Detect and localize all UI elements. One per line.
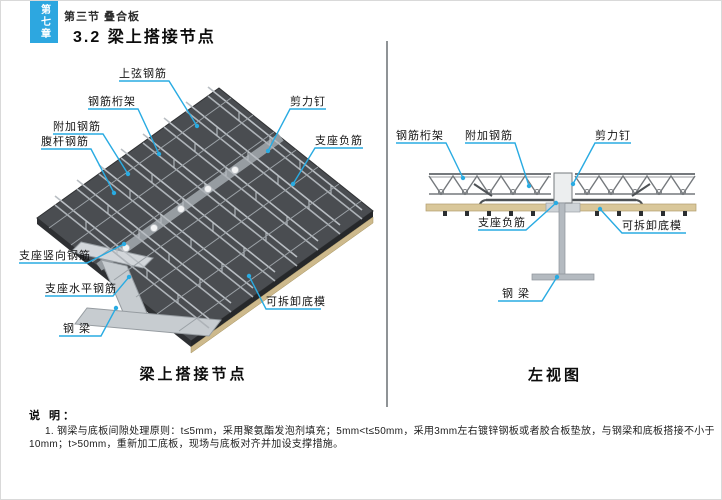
right-panel-caption: 左视图 (527, 367, 582, 384)
beam-lap-joint-3d-diagram: 上弦钢筋 钢筋桁架 附加钢筋 腹杆钢筋 剪力钉 支座负筋 支座竖向钢筋 支座水平… (19, 66, 374, 354)
truss-top-chords (54, 86, 363, 320)
label-support-horizontal-rebar: 支座水平钢筋 (45, 281, 117, 295)
label-steel-beam: 钢 梁 (63, 321, 91, 335)
joint-band (96, 133, 284, 271)
right-panel-callouts: 钢筋桁架 附加钢筋 剪力钉 支座负筋 可拆卸底模 钢 梁 (396, 128, 686, 302)
label-removable-formwork: 可拆卸底模 (266, 294, 326, 308)
label-support-vertical-rebar: 支座竖向钢筋 (19, 248, 91, 262)
label-shear-stud: 剪力钉 (290, 94, 326, 108)
label-additional-rebar: 附加钢筋 (53, 119, 101, 133)
notes-section: 说 明： 1. 钢梁与底板间隙处理原则：t≤5mm，采用聚氨酯发泡剂填充；5mm… (29, 407, 717, 451)
label-support-negative-rebar: 支座负筋 (478, 215, 526, 229)
section-breadcrumb: 第三节 叠合板 (64, 11, 141, 23)
cross-bars (48, 97, 362, 332)
removable-formwork-edge (190, 216, 374, 354)
notes-heading: 说 明： (29, 410, 78, 422)
page-title: 3.2 梁上搭接节点 (73, 29, 216, 46)
left-panel-caption: 梁上搭接节点 (139, 366, 248, 383)
notes-item-1: 1. 钢梁与底板间隙处理原则：t≤5mm，采用聚氨酯发泡剂填充；5mm<t≤50… (29, 426, 715, 450)
label-support-negative-rebar: 支座负筋 (315, 133, 363, 147)
label-rebar-truss: 钢筋桁架 (88, 94, 136, 108)
chapter-tab: 第七章 (30, 1, 58, 43)
left-panel-callouts: 上弦钢筋 钢筋桁架 附加钢筋 腹杆钢筋 剪力钉 支座负筋 支座竖向钢筋 支座水平… (19, 66, 363, 337)
shear-studs (122, 166, 239, 252)
label-removable-formwork: 可拆卸底模 (622, 218, 682, 232)
steel-beam-section (531, 172, 595, 281)
label-additional-rebar: 附加钢筋 (465, 128, 513, 142)
formwork-clamps (443, 211, 687, 216)
label-web-rebar: 腹杆钢筋 (41, 134, 89, 148)
label-steel-beam: 钢 梁 (502, 286, 530, 300)
slab-edge (191, 211, 373, 347)
chapter-tab-label: 第七章 (38, 4, 50, 40)
label-shear-stud: 剪力钉 (595, 128, 631, 142)
panel-divider (386, 41, 388, 407)
label-top-chord-rebar: 上弦钢筋 (119, 66, 167, 80)
label-rebar-truss: 钢筋桁架 (396, 128, 444, 142)
beam-lap-joint-side-view-diagram: 钢筋桁架 附加钢筋 剪力钉 支座负筋 可拆卸底模 钢 梁 (396, 128, 697, 302)
